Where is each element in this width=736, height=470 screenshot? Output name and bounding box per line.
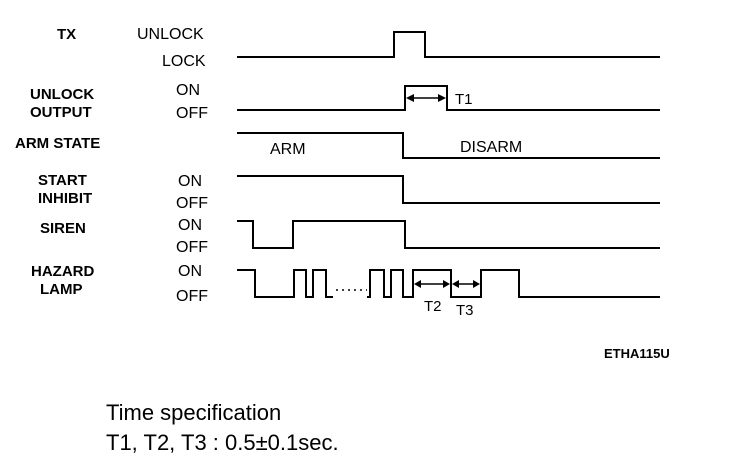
hazard-lamp-name-line2: LAMP	[40, 281, 83, 298]
hazard-lamp-waveform-left	[237, 269, 333, 298]
unlock-output-name-line1: UNLOCK	[30, 86, 94, 103]
arm-state-disarm-label: DISARM	[460, 139, 522, 156]
hazard-lamp-waveform-right	[367, 269, 660, 298]
start-inhibit-name-line2: INHIBIT	[38, 190, 92, 207]
arm-state-waveform	[237, 132, 660, 159]
hazard-lamp-on-label: ON	[178, 263, 202, 280]
tx-waveform	[237, 31, 660, 58]
hazard-lamp-off-label: OFF	[176, 288, 208, 305]
t1-span-arrow	[406, 94, 446, 102]
unlock-output-waveform	[237, 85, 660, 111]
siren-name: SIREN	[40, 220, 86, 237]
figure-code: ETHA115U	[604, 346, 670, 361]
unlock-output-name-line2: OUTPUT	[30, 104, 92, 121]
arm-state-arm-label: ARM	[270, 141, 306, 158]
start-inhibit-off-label: OFF	[176, 195, 208, 212]
start-inhibit-name-line1: START	[38, 172, 87, 189]
time-specification: Time specification T1, T2, T3 : 0.5±0.1s…	[106, 398, 339, 458]
t3-span-arrow	[452, 280, 480, 288]
unlock-output-on-label: ON	[176, 82, 200, 99]
t2-label: T2	[424, 298, 442, 315]
siren-on-label: ON	[178, 217, 202, 234]
siren-off-label: OFF	[176, 239, 208, 256]
hazard-lamp-name-line1: HAZARD	[31, 263, 94, 280]
start-inhibit-on-label: ON	[178, 173, 202, 190]
unlock-output-off-label: OFF	[176, 105, 208, 122]
arm-state-name: ARM STATE	[15, 135, 100, 152]
tx-unlock-label: UNLOCK	[137, 26, 204, 43]
time-specification-title: Time specification	[106, 400, 282, 425]
tx-lock-label: LOCK	[162, 53, 206, 70]
start-inhibit-waveform	[237, 175, 660, 204]
tx-signal-name: TX	[57, 26, 76, 43]
t1-label: T1	[455, 91, 473, 108]
time-specification-values: T1, T2, T3 : 0.5±0.1sec.	[106, 430, 339, 455]
t2-span-arrow	[414, 280, 450, 288]
siren-waveform	[237, 220, 660, 249]
t3-label: T3	[456, 302, 474, 319]
